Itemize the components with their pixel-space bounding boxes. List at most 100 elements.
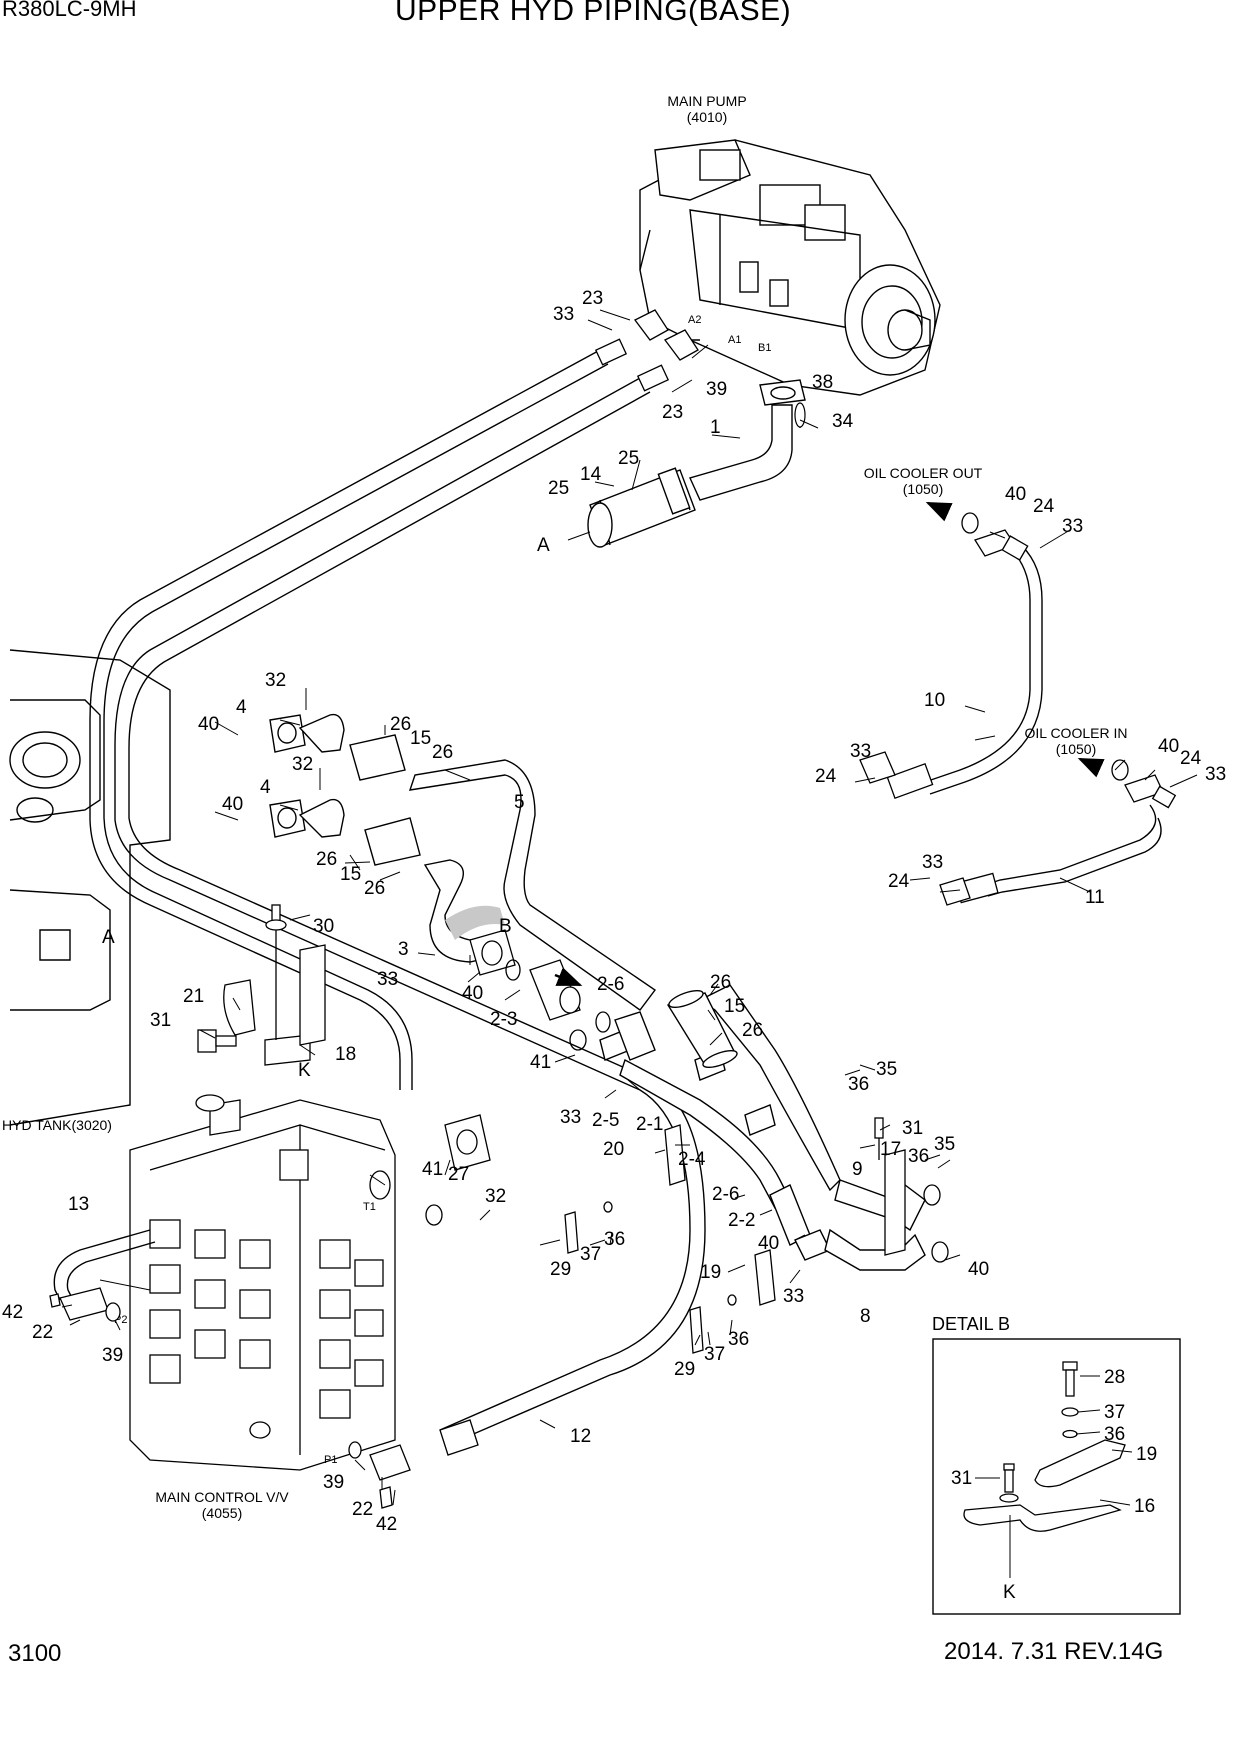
port-label-a1: A1 bbox=[728, 334, 741, 346]
callout-24: 24 bbox=[1180, 748, 1202, 769]
callout-37: 37 bbox=[704, 1344, 725, 1365]
revision-date: 2014. 7.31 REV.14G bbox=[944, 1638, 1164, 1665]
callout-15: 15 bbox=[340, 864, 361, 885]
model-number: R380LC-9MH bbox=[2, 0, 137, 21]
pipe-2-assembly bbox=[599, 984, 926, 1271]
callout-35: 35 bbox=[934, 1134, 955, 1155]
callout-15: 15 bbox=[410, 728, 431, 749]
callout-2-6: 2-6 bbox=[597, 974, 624, 995]
callout-2-1: 2-1 bbox=[636, 1114, 663, 1135]
callout-36: 36 bbox=[908, 1146, 929, 1167]
callout-22: 22 bbox=[32, 1322, 53, 1343]
callout-24: 24 bbox=[1033, 496, 1055, 517]
flange-group-3 bbox=[469, 929, 581, 1021]
callout-40: 40 bbox=[1005, 484, 1026, 505]
oil-cooler-out-arrow bbox=[925, 501, 953, 522]
callout-37: 37 bbox=[580, 1244, 601, 1265]
callout-26: 26 bbox=[364, 878, 385, 899]
main-control-valve-drawing bbox=[129, 1094, 396, 1471]
main-control-valve-label: MAIN CONTROL V/V bbox=[155, 1489, 289, 1505]
detail-callout-31: 31 bbox=[951, 1468, 972, 1489]
hyd-tank-drawing bbox=[9, 649, 171, 1126]
callout-2-3: 2-3 bbox=[490, 1009, 517, 1030]
hose-13 bbox=[53, 1229, 156, 1301]
callout-24: 24 bbox=[888, 871, 910, 892]
callout-2-2: 2-2 bbox=[728, 1210, 755, 1231]
oil-cooler-hoses bbox=[924, 545, 1162, 897]
callout-35: 35 bbox=[876, 1059, 897, 1080]
callout-8: 8 bbox=[860, 1306, 871, 1327]
detail-callout-ref-k: K bbox=[1003, 1582, 1016, 1603]
callout-ref-b: B bbox=[499, 916, 512, 937]
callout-39: 39 bbox=[323, 1472, 344, 1493]
callout-24: 24 bbox=[815, 766, 837, 787]
callout-4: 4 bbox=[236, 697, 247, 718]
callout-17: 17 bbox=[880, 1139, 901, 1160]
callout-32: 32 bbox=[485, 1186, 506, 1207]
callout-33: 33 bbox=[560, 1107, 581, 1128]
oil-cooler-fittings bbox=[859, 529, 1177, 906]
callout-5: 5 bbox=[514, 792, 525, 813]
callout-42: 42 bbox=[376, 1514, 397, 1535]
page-number: 3100 bbox=[8, 1640, 62, 1667]
callout-40: 40 bbox=[1158, 736, 1179, 757]
detail-callout-16: 16 bbox=[1134, 1496, 1155, 1517]
hose-fittings-top bbox=[594, 309, 699, 392]
callout-36: 36 bbox=[604, 1229, 625, 1250]
flow-arrow-2-3 bbox=[554, 967, 583, 987]
callout-33: 33 bbox=[1062, 516, 1083, 537]
callout-25: 25 bbox=[618, 448, 639, 469]
callout-3: 3 bbox=[398, 939, 409, 960]
callout-33: 33 bbox=[377, 969, 398, 990]
callout-31: 31 bbox=[150, 1010, 171, 1031]
callout-40: 40 bbox=[462, 983, 483, 1004]
callout-10: 10 bbox=[924, 690, 945, 711]
oil-cooler-in-arrow bbox=[1077, 757, 1105, 778]
callout-2-5: 2-5 bbox=[592, 1110, 619, 1131]
return-pipe-assembly bbox=[269, 713, 656, 1011]
callout-33: 33 bbox=[783, 1286, 804, 1307]
callout-21: 21 bbox=[183, 986, 204, 1007]
callout-ref-a: A bbox=[537, 535, 550, 556]
small-fittings bbox=[49, 1114, 737, 1509]
brackets bbox=[223, 944, 906, 1306]
detail-b-shaded-area bbox=[445, 905, 505, 940]
callout-38: 38 bbox=[812, 372, 833, 393]
callout-32: 32 bbox=[292, 754, 313, 775]
callout-41: 41 bbox=[530, 1052, 551, 1073]
callout-40: 40 bbox=[222, 794, 243, 815]
long-pressure-hoses bbox=[89, 349, 706, 1446]
callout-36: 36 bbox=[848, 1074, 869, 1095]
callout-9: 9 bbox=[852, 1159, 863, 1180]
callout-19: 19 bbox=[700, 1262, 721, 1283]
oil-cooler-in-code: (1050) bbox=[1056, 741, 1096, 757]
callout-ref-a-left: A bbox=[102, 927, 115, 948]
callout-15: 15 bbox=[724, 996, 745, 1017]
callout-20: 20 bbox=[603, 1139, 624, 1160]
callout-40: 40 bbox=[198, 714, 219, 735]
callout-26: 26 bbox=[390, 714, 411, 735]
main-pump-drawing bbox=[639, 139, 941, 396]
callout-1: 1 bbox=[710, 417, 721, 438]
hyd-tank-label: HYD TANK(3020) bbox=[2, 1117, 112, 1133]
callout-23: 23 bbox=[582, 288, 603, 309]
hardware-bolts bbox=[197, 904, 884, 1160]
callout-23: 23 bbox=[662, 402, 683, 423]
port-label-a2: A2 bbox=[688, 314, 701, 326]
detail-callout-37: 37 bbox=[1104, 1402, 1125, 1423]
callout-26: 26 bbox=[742, 1020, 763, 1041]
pipe-15-hose bbox=[666, 989, 738, 1069]
port-label-p1: P1 bbox=[324, 1454, 337, 1466]
callout-39: 39 bbox=[102, 1345, 123, 1366]
main-control-valve-code: (4055) bbox=[202, 1505, 242, 1521]
callout-13: 13 bbox=[68, 1194, 89, 1215]
callout-14: 14 bbox=[580, 464, 602, 485]
detail-b-title: DETAIL B bbox=[932, 1314, 1010, 1334]
detail-b-box: DETAIL B 28 37 36 19 31 16 K bbox=[932, 1314, 1181, 1615]
callout-32: 32 bbox=[265, 670, 286, 691]
callout-ref-k: K bbox=[298, 1060, 311, 1081]
suction-pipe-assembly bbox=[587, 379, 806, 548]
oil-cooler-out-code: (1050) bbox=[903, 481, 943, 497]
callout-22: 22 bbox=[352, 1499, 373, 1520]
